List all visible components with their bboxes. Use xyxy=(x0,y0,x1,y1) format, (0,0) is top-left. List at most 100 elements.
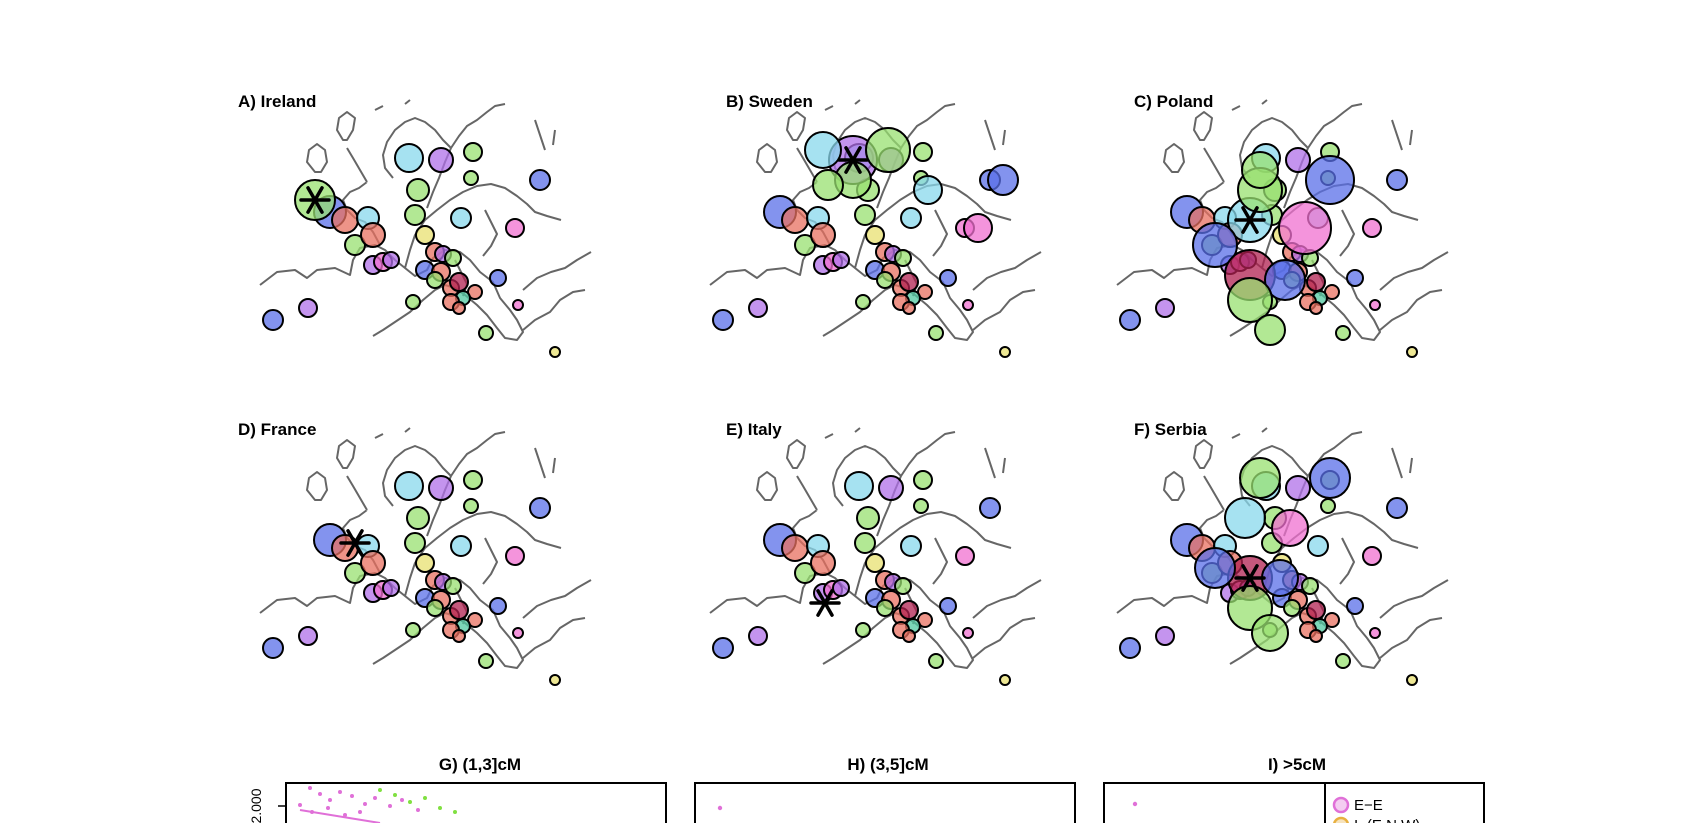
population-bubble xyxy=(962,299,974,311)
scatter-point xyxy=(350,794,354,798)
population-bubble xyxy=(712,309,734,331)
map-panel xyxy=(1116,427,1449,686)
population-bubble xyxy=(1194,547,1236,589)
map-panel xyxy=(709,99,1042,358)
scatter-title-i: I) >5cM xyxy=(1267,755,1327,774)
population-bubble xyxy=(1386,169,1408,191)
population-bubble xyxy=(1346,269,1364,287)
population-bubble xyxy=(1285,475,1311,501)
focal-star-icon xyxy=(299,186,331,214)
population-bubble xyxy=(1264,259,1306,301)
population-bubble xyxy=(832,251,850,269)
population-bubble xyxy=(1241,151,1279,189)
population-bubble xyxy=(913,142,933,162)
scatter-point xyxy=(318,792,322,796)
population-bubble xyxy=(405,294,421,310)
population-bubble xyxy=(404,532,426,554)
population-bubble xyxy=(512,627,524,639)
star-stroke xyxy=(1241,564,1259,592)
population-bubble xyxy=(428,147,454,173)
population-bubble xyxy=(478,325,494,341)
scatter-point xyxy=(388,804,392,808)
scatter-point xyxy=(378,788,382,792)
population-bubble xyxy=(1251,614,1289,652)
population-bubble xyxy=(463,170,479,186)
population-bubble xyxy=(894,577,912,595)
scatter-plot-frame xyxy=(694,782,1076,823)
population-bubble xyxy=(902,629,916,643)
scatter-point xyxy=(363,802,367,806)
population-bubble xyxy=(415,553,435,573)
population-bubble xyxy=(505,218,525,238)
star-stroke xyxy=(306,186,324,214)
scatter-point xyxy=(408,800,412,804)
population-bubble xyxy=(1271,509,1309,547)
scatter-point xyxy=(400,798,404,802)
population-bubble xyxy=(812,169,844,201)
scatter-title-g: G) (1,3]cM xyxy=(438,755,522,774)
scatter-point xyxy=(326,806,330,810)
population-bubble xyxy=(1119,637,1141,659)
scatter-title-h: H) (3,5]cM xyxy=(847,755,929,774)
population-bubble xyxy=(963,213,993,243)
map-title-b: B) Sweden xyxy=(726,92,813,111)
population-bubble xyxy=(900,535,922,557)
population-bubble xyxy=(1306,600,1326,620)
population-bubble xyxy=(865,127,911,173)
map-panel xyxy=(1116,99,1449,358)
population-bubble xyxy=(1362,218,1382,238)
scatter-point xyxy=(343,813,347,817)
population-bubble xyxy=(865,225,885,245)
population-bubble xyxy=(913,498,929,514)
population-bubble xyxy=(865,553,885,573)
population-bubble xyxy=(810,222,836,248)
population-bubble xyxy=(489,269,507,287)
star-stroke xyxy=(346,529,364,557)
population-bubble xyxy=(1239,457,1281,499)
population-bubble xyxy=(1309,457,1351,499)
map-panel xyxy=(709,427,1042,686)
map-panel xyxy=(259,99,592,358)
focal-star-icon xyxy=(1234,564,1266,592)
legend-marker xyxy=(1332,816,1350,823)
population-bubble xyxy=(549,346,561,358)
focal-star-icon xyxy=(1234,206,1266,234)
population-bubble xyxy=(962,627,974,639)
scatter-point xyxy=(338,790,342,794)
population-bubble xyxy=(449,272,469,292)
y-tick-label: 2.000 xyxy=(248,788,264,823)
population-bubble xyxy=(426,271,444,289)
population-bubble xyxy=(406,506,430,530)
population-bubble xyxy=(450,207,472,229)
population-bubble xyxy=(489,597,507,615)
population-bubble xyxy=(748,298,768,318)
population-bubble xyxy=(478,653,494,669)
population-bubble xyxy=(844,471,874,501)
population-bubble xyxy=(1406,346,1418,358)
population-bubble xyxy=(876,599,894,617)
focal-star-icon xyxy=(837,146,869,174)
population-bubble xyxy=(1224,497,1266,539)
population-bubble xyxy=(854,204,876,226)
map-title-e: E) Italy xyxy=(726,420,782,439)
population-bubble xyxy=(331,206,359,234)
scatter-point xyxy=(423,796,427,800)
population-bubble xyxy=(781,206,809,234)
population-bubble xyxy=(1309,629,1323,643)
population-bubble xyxy=(262,637,284,659)
scatter-point xyxy=(358,810,362,814)
population-bubble xyxy=(855,294,871,310)
population-bubble xyxy=(1283,599,1301,617)
population-bubble xyxy=(712,637,734,659)
population-bubble xyxy=(1301,577,1319,595)
population-bubble xyxy=(878,475,904,501)
population-bubble xyxy=(1406,674,1418,686)
population-bubble xyxy=(928,325,944,341)
star-stroke xyxy=(816,589,834,617)
population-bubble xyxy=(1306,272,1326,292)
scatter-point xyxy=(373,796,377,800)
star-stroke xyxy=(1241,206,1259,234)
scatter-point xyxy=(393,793,397,797)
population-bubble xyxy=(360,550,386,576)
